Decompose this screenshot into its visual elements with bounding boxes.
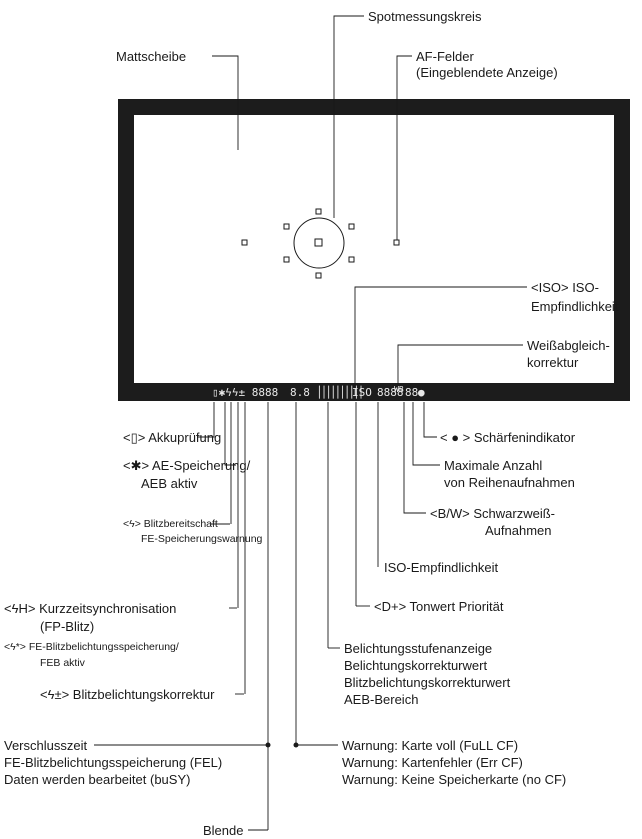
af-point-lower-left [283,256,290,263]
label-fe-lock-sub: FEB aktiv [40,657,85,669]
label-highlight-tone-priority: <D+> Tonwert Priorität [374,599,504,614]
label-battery-check: <▯> Akkuprüfung [123,430,222,445]
label-max-burst-sub: von Reihenaufnahmen [444,475,575,490]
lcd-focus-dot: ● [418,386,425,399]
label-fel: FE-Blitzbelichtungsspeicherung (FEL) [4,755,223,770]
label-spot-circle: Spotmessungskreis [368,9,482,24]
label-aperture: Blende [203,823,244,838]
label-flash-ready: <ϟ> Blitzbereitschaft [123,518,218,530]
label-ae-lock: <✱> AE-Speicherung/ [123,458,251,473]
label-wb-correction: Weißabgleich- [527,338,610,353]
label-iso: <ISO> ISO- [531,280,599,295]
label-busy: Daten werden bearbeitet (buSY) [4,772,191,787]
label-max-burst: Maximale Anzahl [444,458,543,473]
label-card-error: Warnung: Kartenfehler (Err CF) [342,755,523,770]
label-exposure-level: Belichtungsstufenanzeige [344,641,493,656]
viewfinder-lcd: ▯✱ϟϟ± 8888 8.8 ││││││││││ ISO 8888 WB 88… [212,385,622,401]
label-af-points-sub: (Eingeblendete Anzeige) [416,65,558,80]
af-point-left [241,239,248,246]
label-exposure-comp: Belichtungskorrekturwert [344,658,488,673]
label-iso-sub: Empfindlichkeit [531,299,619,314]
label-iso-speed: ISO-Empfindlichkeit [384,560,499,575]
lcd-aperture-segment: 8.8 [290,386,310,399]
label-shutter-speed: Verschlusszeit [4,738,88,753]
spot-metering-circle [293,217,345,269]
label-monochrome-sub: Aufnahmen [485,523,552,538]
label-aeb-range: AEB-Bereich [344,692,419,707]
label-high-speed-sync-sub: (FP-Blitz) [40,619,95,634]
label-flash-exposure-comp-value: Blitzbelichtungskorrekturwert [344,675,511,690]
viewfinder-screen [134,115,614,383]
af-point-center [314,238,323,247]
label-wb-correction-sub: korrektur [527,355,579,370]
label-card-full: Warnung: Karte voll (FuLL CF) [342,738,519,753]
label-af-points: AF-Felder [416,49,474,64]
af-point-upper-left [283,223,290,230]
lcd-wb-segment: WB [394,385,404,394]
lcd-iso-segment: ISO [352,386,372,399]
label-focusing-screen: Mattscheibe [116,49,187,64]
label-fe-lock: <ϟ*> FE-Blitzbelichtungsspeicherung/ [4,641,179,653]
label-ae-lock-sub: AEB aktiv [141,476,198,491]
label-no-card: Warnung: Keine Speicherkarte (no CF) [342,772,567,787]
lcd-left-segment: ▯✱ϟϟ± 8888 [212,386,279,399]
label-focus-indicator: < ● > Schärfenindikator [440,430,576,445]
lcd-count-segment: 88 [405,386,419,399]
af-point-lower-right [348,256,355,263]
lcd-exposure-scale: ││││││││││ [316,386,364,399]
label-high-speed-sync: <ϟH> Kurzzeitsynchronisation [4,601,177,616]
af-point-right [393,239,400,246]
label-monochrome: <B/W> Schwarzweiß- [430,506,555,521]
af-point-bottom [315,272,322,279]
af-point-top [315,208,322,215]
lcd-iso-value: 8888 [377,386,404,399]
af-point-upper-right [348,223,355,230]
label-flash-ready-sub: FE-Speicherungswarnung [141,533,263,545]
label-flash-exposure-comp: <ϟ±> Blitzbelichtungskorrektur [40,687,215,702]
